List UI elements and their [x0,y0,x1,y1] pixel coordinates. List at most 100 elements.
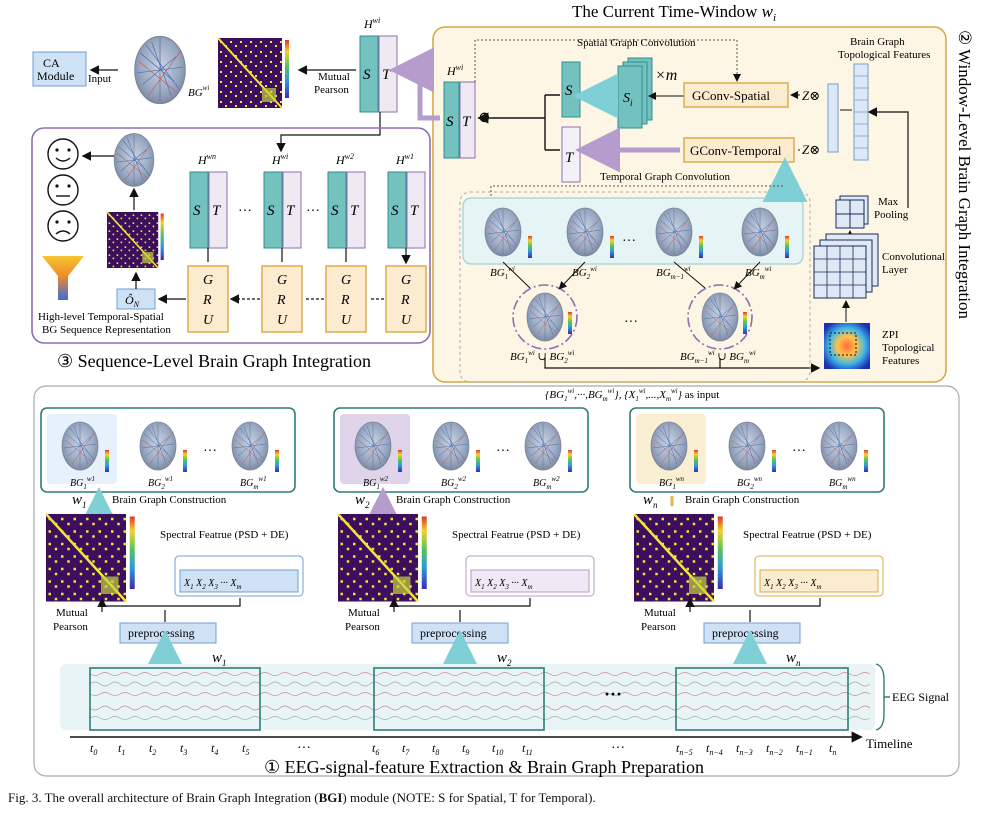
eeg-wn-label: wn [786,650,801,668]
svg-text:BGmwn: BGmwn [829,475,856,491]
feature-x-frame-1 [179,569,299,593]
st-to-gru-arrows [207,248,406,262]
svg-text:Hwi: Hwi [271,152,288,167]
svg-text:U: U [277,313,288,328]
svg-text:T: T [286,203,296,219]
feature-x-frame-3 [759,569,879,593]
wn-label: wn [643,492,658,510]
union-cbar-1 [568,312,572,334]
eeg-bracket [875,663,890,731]
window-t-block [459,81,476,159]
dotted-feedback [474,39,741,82]
svg-text:Hwn: Hwn [197,152,216,167]
conv-layer-label-2: Layer [882,264,908,276]
svg-text:S: S [193,203,201,219]
eeg-waves [90,670,870,726]
window-brain-3 [655,207,693,257]
temporal-conv-label: Temporal Graph Convolution [600,171,730,183]
z-otimes-top: Z⊗ [802,88,820,103]
spatial-s-text: S [565,83,573,99]
eeg-dots: ··· [604,684,622,704]
gconv-spatial-box [683,82,789,108]
tick-11: t11 [522,741,533,757]
timeline-dots-2: ··· [611,741,625,756]
bgc-label-2: Brain Graph Construction [396,494,511,506]
tick-10: t10 [492,741,503,757]
ca-module-text-1: CA [43,56,60,70]
caption-bold: BGI [318,790,343,805]
feature-x-frame-2 [470,569,590,593]
mp-pearson-3: Pearson [641,621,676,633]
window-bg-strip [462,197,804,265]
svg-text:S: S [267,203,275,219]
extraction-title: ① EEG-signal-feature Extraction & Brain … [264,757,704,777]
spectral-frame-3 [754,555,884,597]
window-level-title: ② Window-Level Brain Graph Integration [955,30,974,319]
window-s-text: S [446,114,454,130]
window-bgm-label: BGmwi [745,265,771,281]
union-circle-2 [687,284,753,350]
svg-text:R: R [340,293,350,308]
union-cbar-2 [743,312,747,334]
timeline-label: Timeline [866,736,913,751]
ca-input-label: Input [88,73,111,85]
bgc-label-1: Brain Graph Construction [112,494,227,506]
conv-layer-grid [813,233,879,299]
z-otimes-bottom: Z⊗ [802,142,820,157]
tick-3: t3 [180,741,187,757]
spectral-frame-2 [465,555,595,597]
svg-text:G: G [401,273,411,288]
eeg-w2-label: w2 [497,650,512,668]
si-stack-front [617,65,643,129]
bg-panel-w1: ··· BG1w1 BG2w1 BGmw1 [40,407,296,493]
top-s-text: S [363,67,371,83]
mp-mutual-3: Mutual [644,607,676,619]
window-bg-frame [459,191,811,383]
w2-label: w2 [355,492,370,510]
window-dots: ··· [622,234,636,249]
hl-label-1: High-level Temporal-Spatial [38,311,164,323]
top-brain [134,35,186,105]
ca-module-text-2: Module [37,69,74,83]
spectral-label-1: Spectral Featrue (PSD + DE) [160,529,289,541]
seq-matrix [106,211,165,269]
ca-module-box [32,51,87,87]
tick-4: t4 [211,741,218,757]
window-brain-1 [484,207,522,257]
tick-15: tn−2 [766,741,783,757]
as-input-label: {BG1wi,···,BGmwi}, {X1wi,...,Xmwi} as in… [545,387,719,403]
zpi-window [829,332,857,356]
top-hwi-label: Hwi [363,16,380,31]
feature-x-1: X1 X2 X3 ··· Xm [183,578,242,592]
bg-panel-w2: ··· BG1w2 BG2w2 BGmw2 [333,407,589,493]
preprocessing-text-1: preprocessing [128,626,195,640]
svg-text:U: U [341,313,352,328]
caption-prefix: Fig. 3. The overall architecture of Brai… [8,790,319,805]
seq-dots-2: ··· [306,204,320,219]
svg-text:T: T [212,203,222,219]
window-t-text: T [462,114,472,130]
eeg-window-w2 [373,667,545,731]
union-brain-1 [526,292,564,342]
union-circle-1 [512,284,578,350]
top-bg-label: BGwi [188,84,209,99]
merge-bracket [492,94,560,151]
mp-mutual-1: Mutual [56,607,88,619]
svg-text:BG2wn: BG2wn [737,475,763,491]
window-cbar-2 [610,236,614,258]
gru-box-2: GRU [325,265,367,333]
tick-13: tn−4 [706,741,723,757]
svg-text:···: ··· [792,444,806,459]
top-mutual-label: Mutual [318,71,350,83]
h-wi-label: Hwi [446,63,463,78]
svg-text:U: U [401,313,412,328]
svg-text:···: ··· [496,444,510,459]
svg-text:R: R [202,293,212,308]
window-to-top-purple [389,47,440,121]
window-cbar-4 [785,236,789,258]
temporal-t-text: T [565,150,575,166]
svg-text:G: G [203,273,213,288]
window-bgm1-label: BGm−1wi [656,265,691,281]
window-brain-4 [741,207,779,257]
